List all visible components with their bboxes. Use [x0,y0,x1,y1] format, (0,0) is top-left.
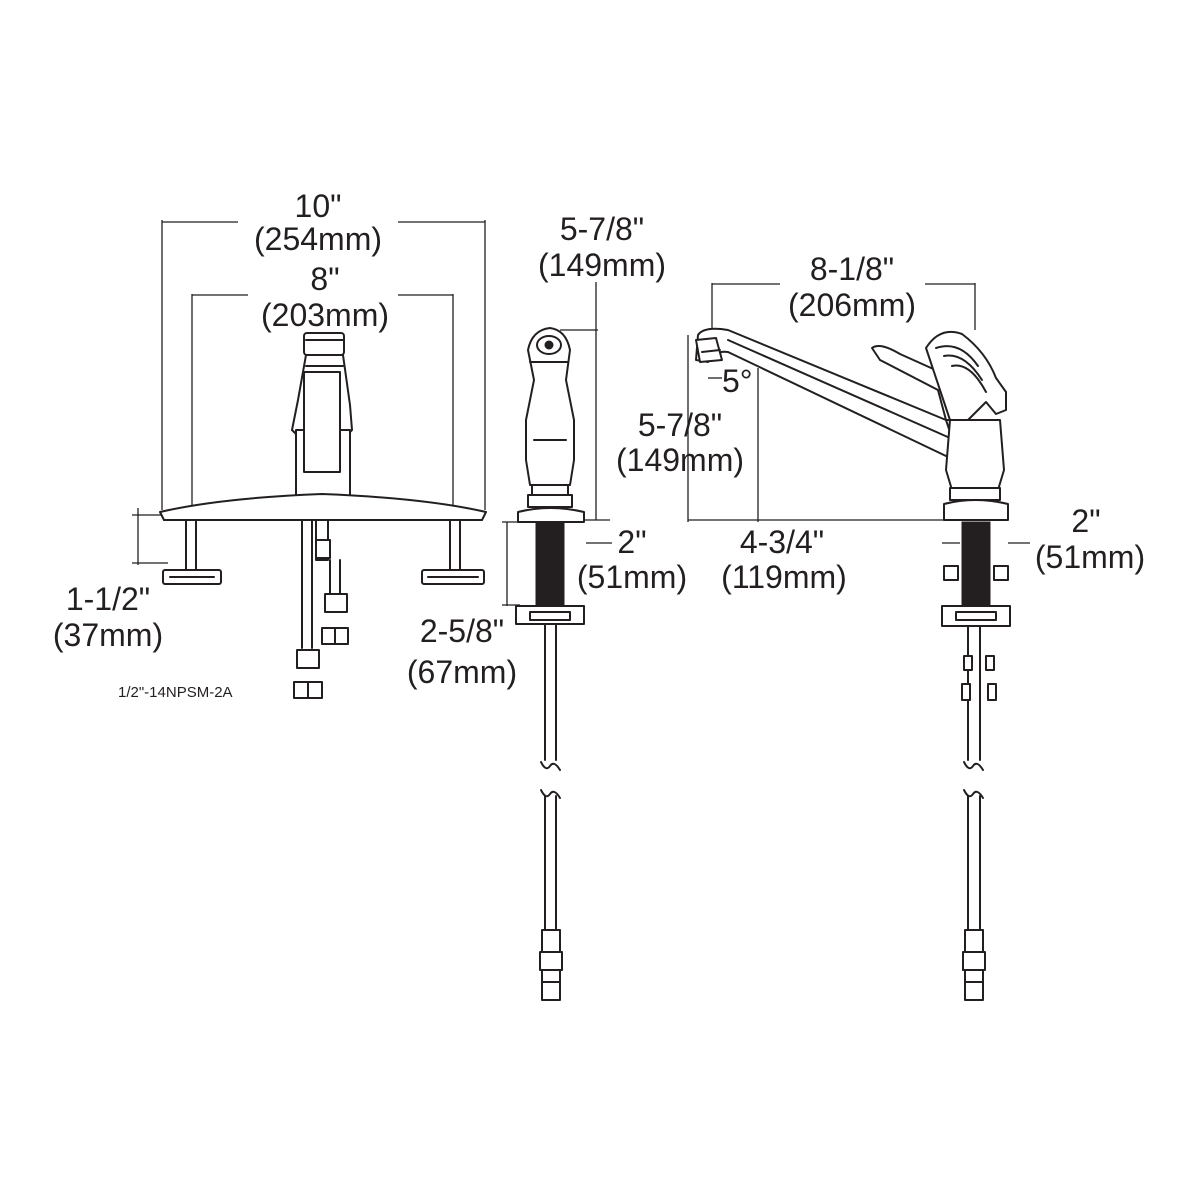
front-width-dimension-lines [132,220,486,565]
front-deck-plate [159,493,487,521]
spray-base-in-label: 2" [617,524,646,560]
side-offset-in-label: 4-3/4" [740,524,824,560]
spray-height-in-label: 5-7/8" [560,211,644,247]
front-spacing-mm-label: (203mm) [261,297,389,333]
side-base-in-label: 2" [1071,503,1100,539]
spray-shank-in-label: 2-5/8" [420,613,504,649]
side-dimension-lines [687,283,1030,544]
spray-height-mm-label: (149mm) [538,247,666,283]
front-spacing-in-label: 8" [310,261,339,297]
side-shank [941,521,1011,1001]
front-supply-lines [293,519,349,699]
front-thread-spec-label: 1/2"-14NPSM-2A [118,684,233,701]
spray-base-mm-label: (51mm) [577,559,687,595]
front-mounting-hardware [162,519,485,585]
side-height-in-label: 5-7/8" [638,407,722,443]
front-depth-in-label: 1-1/2" [66,581,150,617]
spray-head [517,327,585,523]
front-width-mm-label: (254mm) [254,221,382,257]
side-angle-label: 5° [722,363,753,399]
front-faucet-body [291,332,353,497]
spray-view: 5-7/8" (149mm) 2" (51mm) 2-5/8" (67mm) [407,211,687,1001]
side-body [871,330,1009,521]
side-base-mm-label: (51mm) [1035,539,1145,575]
side-offset-mm-label: (119mm) [721,559,847,595]
side-reach-in-label: 8-1/8" [810,251,894,287]
front-view: 10" (254mm) 8" (203mm) 1-1/2" (37mm) 1/2… [53,188,487,701]
front-depth-mm-label: (37mm) [53,617,163,653]
side-height-mm-label: (149mm) [616,442,744,478]
spray-shank-mm-label: (67mm) [407,654,517,690]
side-reach-mm-label: (206mm) [788,287,916,323]
front-width-in-label: 10" [295,188,342,224]
side-view: 8-1/8" (206mm) 5° 5-7/8" (149mm) 4-3/4" … [616,251,1145,1001]
side-spout [695,327,957,457]
spray-shank [515,521,585,1001]
